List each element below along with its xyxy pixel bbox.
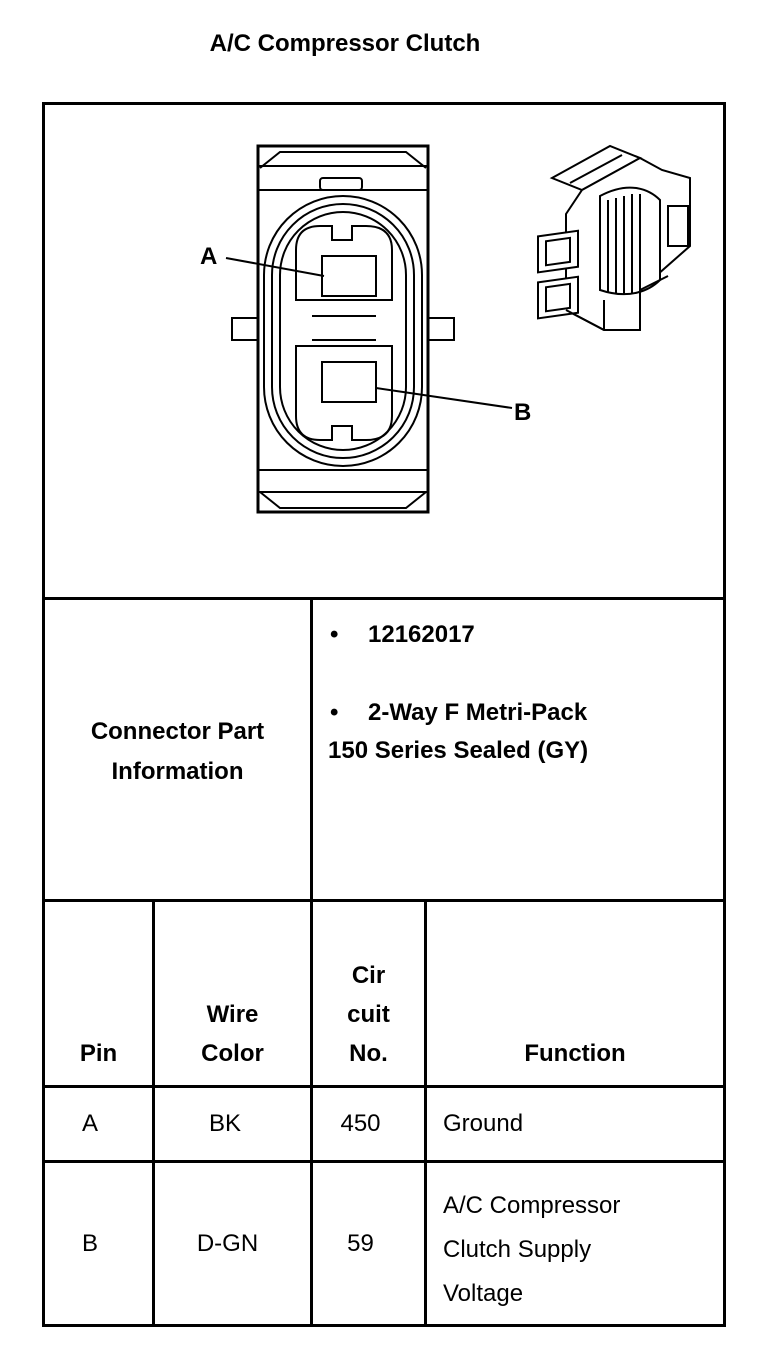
- divider: [42, 597, 726, 600]
- connector-part-info-label: Connector Part Information: [90, 718, 265, 785]
- connector-diagram: A B: [200, 144, 691, 514]
- divider: [42, 899, 726, 902]
- part-number-item: •12162017: [330, 621, 475, 648]
- table-cell-wire-color: BK: [208, 1110, 241, 1137]
- part-number: 12162017: [368, 621, 475, 648]
- connector-part-info-values: •12162017 •2-Way F Metri-Pack 150 Series…: [328, 616, 720, 770]
- table-cell-pin: A: [81, 1110, 98, 1137]
- header-wire-color: Wire Color: [201, 1001, 264, 1067]
- table-cell-circuit: 59: [347, 1230, 374, 1257]
- connector-desc-item: •2-Way F Metri-Pack: [330, 699, 588, 726]
- connector-desc-line1: 2-Way F Metri-Pack: [368, 699, 588, 726]
- table-cell-pin: B: [81, 1230, 98, 1257]
- divider: [424, 899, 427, 1327]
- pin-b-label: B: [514, 399, 531, 426]
- header-circuit-no: Cir cuit No.: [347, 962, 390, 1067]
- divider: [152, 899, 155, 1327]
- divider: [42, 1085, 726, 1088]
- pin-a-label: A: [200, 243, 217, 270]
- divider: [310, 597, 313, 1327]
- divider: [42, 1160, 726, 1163]
- table-cell-circuit: 450: [340, 1110, 381, 1137]
- table-cell-function: A/C Compressor Clutch Supply Voltage: [443, 1192, 621, 1307]
- connector-iso-view: [537, 144, 691, 331]
- connector-desc-line2: 150 Series Sealed (GY): [328, 737, 589, 764]
- table-cell-wire-color: D-GN: [196, 1230, 259, 1257]
- connector-table-frame: [42, 102, 726, 1327]
- header-pin: Pin: [79, 1040, 118, 1067]
- table-cell-function: Ground: [443, 1110, 524, 1137]
- header-function: Function: [524, 1040, 626, 1067]
- page-title: A/C Compressor Clutch: [209, 30, 481, 57]
